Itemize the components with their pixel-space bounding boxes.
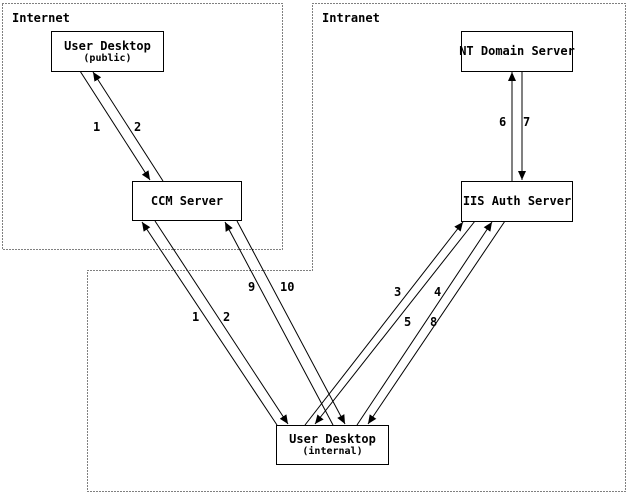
edge-label-1-internal: 1 — [192, 310, 200, 324]
edge-2-ccm-to-internal-desktop — [154, 220, 289, 425]
edge-4-iis-to-internal-desktop — [314, 220, 476, 425]
zone-label-intranet: Intranet — [322, 11, 380, 25]
edge-label-8: 8 — [430, 315, 438, 329]
edge-label-4: 4 — [434, 285, 442, 299]
node-title: User Desktop — [289, 432, 376, 446]
edge-label-2-internal: 2 — [223, 310, 231, 324]
edge-10-ccm-to-internal-desktop — [236, 220, 346, 425]
edge-label-7: 7 — [523, 115, 531, 129]
edge-label-5: 5 — [404, 315, 412, 329]
edge-9-internal-desktop-to-ccm — [224, 221, 334, 426]
edge-label-3: 3 — [394, 285, 402, 299]
edge-8-iis-to-internal-desktop — [367, 220, 506, 425]
edge-label-2-public: 2 — [134, 120, 142, 134]
edge-label-1-public: 1 — [93, 120, 101, 134]
edge-3-internal-desktop-to-iis — [304, 221, 464, 426]
node-user-desktop-internal: User Desktop (internal) — [276, 425, 389, 465]
zone-label-internet: Internet — [12, 11, 70, 25]
intranet-zone-outline — [87, 3, 626, 492]
edge-5-internal-desktop-to-iis — [356, 221, 493, 426]
edge-1-public-desktop-to-ccm — [79, 70, 151, 181]
edge-label-9: 9 — [248, 280, 256, 294]
node-subtitle: (public) — [83, 52, 132, 64]
edge-1-internal-desktop-to-ccm — [141, 221, 278, 426]
node-subtitle: (internal) — [302, 446, 363, 457]
internet-zone-outline — [2, 3, 283, 250]
edge-2-ccm-to-public-desktop — [92, 71, 164, 182]
edge-label-6: 6 — [499, 115, 507, 129]
node-title: CCM Server — [150, 193, 224, 208]
edge-label-10: 10 — [280, 280, 295, 294]
node-title: IIS Auth Server — [462, 194, 572, 208]
node-user-desktop-public: User Desktop (public) — [51, 31, 164, 72]
node-ccm-server: CCM Server — [132, 181, 242, 221]
node-title: NT Domain Server — [459, 44, 575, 58]
node-title: User Desktop — [64, 38, 151, 53]
node-nt-domain-server: NT Domain Server — [459, 31, 575, 72]
node-iis-auth-server: IIS Auth Server — [461, 181, 573, 222]
